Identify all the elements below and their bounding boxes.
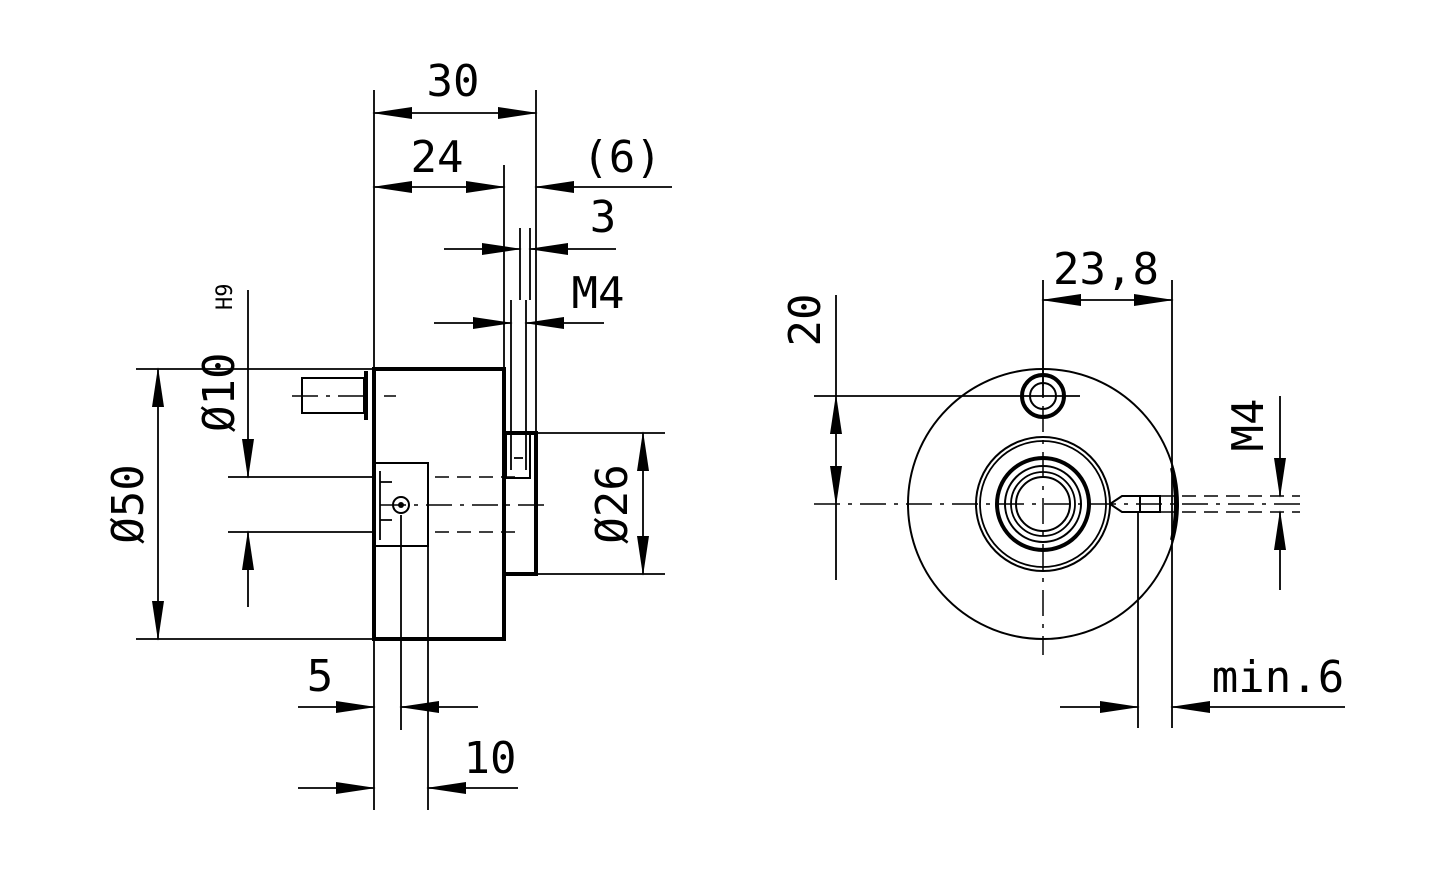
front-view: 23,8 20 M4 min.6 [780,244,1345,728]
dim-30-label: 30 [427,56,480,107]
dim-6-label: (6) [582,132,661,183]
dim-10-label: 10 [464,733,517,784]
dim-20-label: 20 [780,294,831,347]
dim-dia26-label: Ø26 [587,464,638,543]
dim-5-label: 5 [307,651,334,702]
flange-outline [502,431,538,576]
thread-boss-detail [510,440,527,470]
dim-3-label: 3 [590,192,617,243]
dim-dia10-tolerance: H9 [213,284,238,311]
thread-boss [505,432,531,479]
dim-dia10-label: Ø10 [194,353,245,432]
dim-min6-label: min.6 [1212,652,1344,703]
dim-24-label: 24 [411,132,464,183]
dim-dia50-label: Ø50 [103,464,154,543]
housing-flat [1170,467,1178,541]
dim-m4-front-label: M4 [1223,399,1274,452]
dim-m4-side-label: M4 [572,268,625,319]
side-view: 30 24 (6) 3 M4 Ø10 H9 Ø50 [103,56,672,810]
dim-23-8-label: 23,8 [1053,244,1159,295]
